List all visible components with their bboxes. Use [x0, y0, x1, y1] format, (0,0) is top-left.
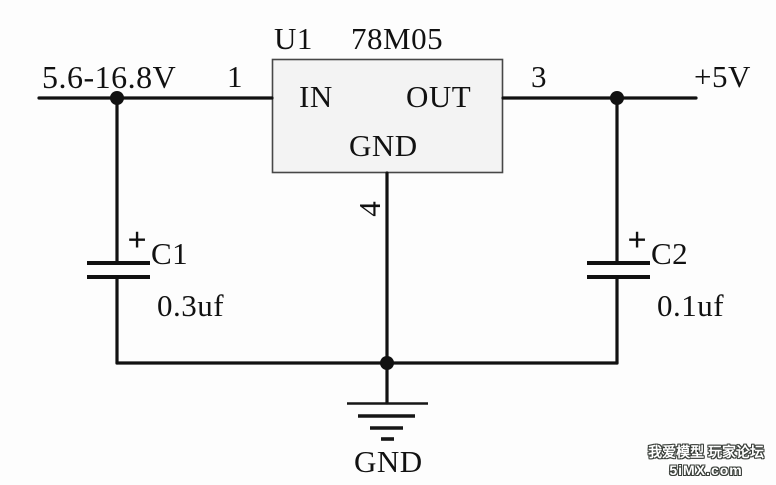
watermark-line1: 我爱模型 玩家论坛	[648, 444, 764, 460]
input-voltage-label: 5.6-16.8V	[42, 59, 177, 95]
pin-number-4: 4	[351, 201, 387, 217]
regulator-ref: U1	[274, 21, 313, 56]
c2-ref: C2	[651, 236, 689, 271]
regulator-body	[271, 58, 504, 174]
watermark: 我爱模型 玩家论坛 5iMX.com	[648, 444, 764, 479]
regulator-gnd-label: GND	[349, 128, 418, 163]
regulator-out-label: OUT	[406, 79, 472, 114]
junction-dot-input	[110, 91, 124, 105]
junction-dot-output	[610, 91, 624, 105]
regulator-in-label: IN	[299, 79, 333, 114]
watermark-line2: 5iMX.com	[669, 461, 743, 478]
c1-ref: C1	[151, 236, 189, 271]
c1-value: 0.3uf	[157, 288, 225, 323]
pin-number-3: 3	[531, 59, 547, 94]
regulator-part: 78M05	[351, 21, 444, 56]
pin-number-1: 1	[227, 59, 243, 94]
c1-polarity-plus: +	[127, 222, 147, 259]
ground-net-label: GND	[354, 444, 423, 479]
c2-value: 0.1uf	[657, 288, 725, 323]
output-voltage-label: +5V	[694, 59, 751, 94]
c2-polarity-plus: +	[627, 222, 647, 259]
junction-dot-ground	[380, 356, 394, 370]
